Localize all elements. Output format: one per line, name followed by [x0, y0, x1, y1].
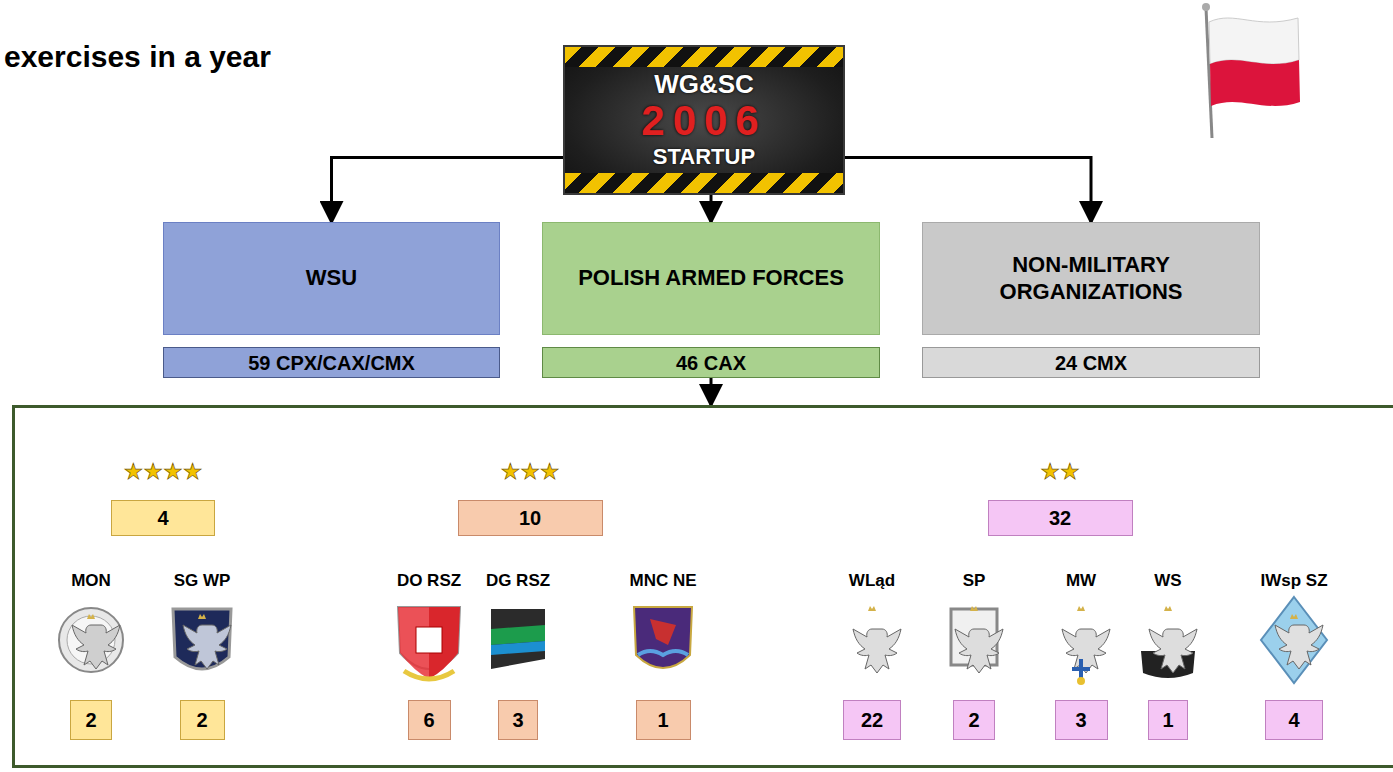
count-number: 1	[657, 709, 668, 732]
count-box: 1	[1148, 700, 1188, 740]
count-box: 32	[988, 500, 1133, 536]
unit-column: SP 2	[916, 571, 1032, 746]
count-box: 24 CMX	[922, 347, 1260, 378]
unit-name: DO RSZ	[371, 571, 487, 591]
connector-arrow	[845, 158, 1091, 223]
diagram-title: exercises in a year	[4, 40, 271, 74]
unit-column: MON 2	[33, 571, 149, 746]
count-number: 4	[157, 507, 168, 530]
connector-arrow	[332, 158, 564, 223]
unit-name: MON	[33, 571, 149, 591]
unit-name: MNC NE	[605, 571, 721, 591]
flag-white	[1209, 18, 1299, 64]
unit-emblem	[394, 595, 464, 691]
unit-name: WLąd	[814, 571, 930, 591]
unit-column: SG WP 2	[144, 571, 260, 746]
count-number: 3	[1075, 709, 1086, 732]
unit-emblem	[837, 595, 907, 691]
rank-stars: ★★★	[458, 458, 603, 486]
unit-column: WLąd 22	[814, 571, 930, 746]
unit-emblem	[56, 595, 126, 691]
banner-title: WG&SC	[654, 69, 754, 99]
hazard-stripe	[565, 173, 843, 193]
count-number: 2	[968, 709, 979, 732]
count-box: 2	[70, 700, 112, 740]
unit-name: WS	[1110, 571, 1226, 591]
rank-stars: ★★	[988, 458, 1133, 486]
count-box: 46 CAX	[542, 347, 880, 378]
unit-column: WS 1	[1110, 571, 1226, 746]
connector-arrow	[710, 195, 713, 222]
count-box: 10	[458, 500, 603, 536]
count-box: 3	[1055, 700, 1108, 740]
count-box: 3	[498, 700, 538, 740]
unit-column: DO RSZ 6	[371, 571, 487, 746]
count-label: 24 CMX	[1055, 351, 1127, 375]
count-number: 22	[861, 709, 883, 732]
count-box: 2	[180, 700, 225, 740]
unit-column: MW 3	[1023, 571, 1139, 746]
hazard-stripe	[565, 47, 843, 67]
count-number: 32	[1049, 507, 1071, 530]
count-number: 2	[196, 709, 207, 732]
count-box: 4	[1265, 700, 1323, 740]
category-label: WSU	[306, 265, 357, 291]
count-number: 1	[1162, 709, 1173, 732]
pole-knob	[1202, 3, 1210, 11]
unit-name: IWsp SZ	[1236, 571, 1352, 591]
count-box: 1	[636, 700, 691, 740]
count-number: 4	[1288, 709, 1299, 732]
rank-group: ★★★★ 4	[103, 458, 223, 536]
startup-banner: WG&SC2006STARTUP	[563, 45, 845, 195]
unit-name: MW	[1023, 571, 1139, 591]
category-box: WSU	[163, 222, 500, 335]
category-label: NON-MILITARY ORGANIZATIONS	[931, 252, 1251, 305]
flag-red	[1210, 60, 1300, 106]
unit-column: IWsp SZ 4	[1236, 571, 1352, 746]
banner-subtitle: STARTUP	[653, 143, 755, 171]
category-box: POLISH ARMED FORCES	[542, 222, 880, 335]
count-number: 3	[512, 709, 523, 732]
count-box: 59 CPX/CAX/CMX	[163, 347, 500, 378]
count-label: 59 CPX/CAX/CMX	[248, 351, 415, 375]
unit-name: DG RSZ	[460, 571, 576, 591]
unit-emblem	[939, 595, 1009, 691]
unit-emblem	[1133, 595, 1203, 691]
count-number: 10	[519, 507, 541, 530]
count-number: 2	[85, 709, 96, 732]
armed-forces-panel: ★★★★4MON2SG WP2★★★10DO RSZ6DG RSZ3MNC NE…	[12, 405, 1393, 768]
count-number: 6	[423, 709, 434, 732]
rank-stars: ★★★★	[103, 458, 223, 486]
unit-emblem	[1046, 595, 1116, 691]
category-label: POLISH ARMED FORCES	[578, 265, 844, 291]
unit-emblem	[167, 595, 237, 691]
count-box: 4	[111, 500, 215, 536]
rank-group: ★★★ 10	[458, 458, 603, 536]
count-box: 22	[843, 700, 901, 740]
unit-emblem	[628, 595, 698, 691]
count-label: 46 CAX	[676, 351, 746, 375]
count-box: 6	[408, 700, 451, 740]
banner-year: 2006	[641, 99, 766, 143]
unit-column: DG RSZ 3	[460, 571, 576, 746]
unit-name: SG WP	[144, 571, 260, 591]
connector-arrow	[710, 378, 713, 405]
unit-emblem	[483, 595, 553, 691]
unit-name: SP	[916, 571, 1032, 591]
unit-column: MNC NE 1	[605, 571, 721, 746]
category-box: NON-MILITARY ORGANIZATIONS	[922, 222, 1260, 335]
rank-group: ★★ 32	[988, 458, 1133, 536]
unit-emblem	[1259, 595, 1329, 691]
count-box: 2	[953, 700, 995, 740]
